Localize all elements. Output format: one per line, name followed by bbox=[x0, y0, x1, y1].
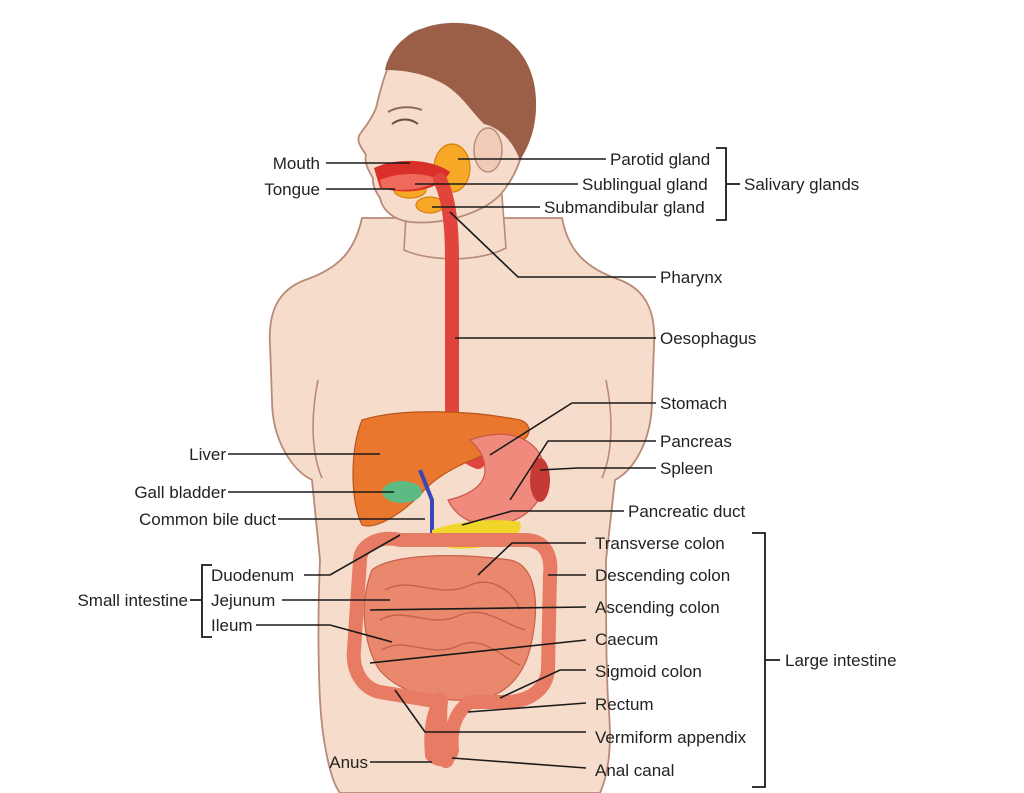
left-arm-line bbox=[312, 379, 323, 479]
label-descending-colon: Descending colon bbox=[595, 566, 730, 585]
large-intestine-bracket bbox=[752, 532, 780, 788]
small-intestine-bracket bbox=[190, 564, 212, 638]
label-liver: Liver bbox=[189, 445, 226, 464]
ear bbox=[473, 127, 503, 173]
salivary-glands-illustration bbox=[393, 143, 471, 214]
label-gall-bladder: Gall bladder bbox=[134, 483, 226, 502]
label-pharynx: Pharynx bbox=[660, 268, 723, 287]
rectum-shape bbox=[431, 692, 454, 768]
label-submandibular-gland: Submandibular gland bbox=[544, 198, 705, 217]
label-tongue: Tongue bbox=[264, 180, 320, 199]
salivary-glands-bracket bbox=[716, 147, 740, 221]
label-sublingual-gland: Sublingual gland bbox=[582, 175, 708, 194]
label-oesophagus: Oesophagus bbox=[660, 329, 756, 348]
eyebrow bbox=[387, 106, 423, 113]
label-sigmoid-colon: Sigmoid colon bbox=[595, 662, 702, 681]
label-stomach: Stomach bbox=[660, 394, 727, 413]
right-arm-line bbox=[601, 379, 612, 479]
label-caecum: Caecum bbox=[595, 630, 658, 649]
bile-duct-shape bbox=[418, 469, 434, 540]
label-vermiform-appendix: Vermiform appendix bbox=[595, 728, 747, 747]
label-duodenum: Duodenum bbox=[211, 566, 294, 585]
label-mouth: Mouth bbox=[273, 154, 320, 173]
label-jejunum: Jejunum bbox=[211, 591, 275, 610]
gall-bladder-shape bbox=[382, 481, 422, 503]
brackets bbox=[190, 147, 780, 788]
label-transverse-colon: Transverse colon bbox=[595, 534, 725, 553]
label-salivary-glands: Salivary glands bbox=[744, 175, 859, 194]
label-rectum: Rectum bbox=[595, 695, 654, 714]
eye bbox=[391, 118, 419, 125]
label-anal-canal: Anal canal bbox=[595, 761, 674, 780]
labels: Mouth Tongue Parotid gland Sublingual gl… bbox=[77, 150, 896, 780]
tongue-shape bbox=[380, 174, 440, 190]
label-common-bile-duct: Common bile duct bbox=[139, 510, 276, 529]
label-parotid-gland: Parotid gland bbox=[610, 150, 710, 169]
label-small-intestine: Small intestine bbox=[77, 591, 188, 610]
label-ileum: Ileum bbox=[211, 616, 253, 635]
small-intestine-coils bbox=[379, 581, 526, 666]
label-large-intestine: Large intestine bbox=[785, 651, 897, 670]
label-ascending-colon: Ascending colon bbox=[595, 598, 720, 617]
label-pancreatic-duct: Pancreatic duct bbox=[628, 502, 745, 521]
label-pancreas: Pancreas bbox=[660, 432, 732, 451]
body-illustration bbox=[268, 22, 656, 793]
label-anus: Anus bbox=[329, 753, 368, 772]
hair bbox=[385, 22, 537, 161]
label-spleen: Spleen bbox=[660, 459, 713, 478]
leader-lines bbox=[228, 158, 656, 769]
small-intestine-shape bbox=[363, 555, 537, 701]
